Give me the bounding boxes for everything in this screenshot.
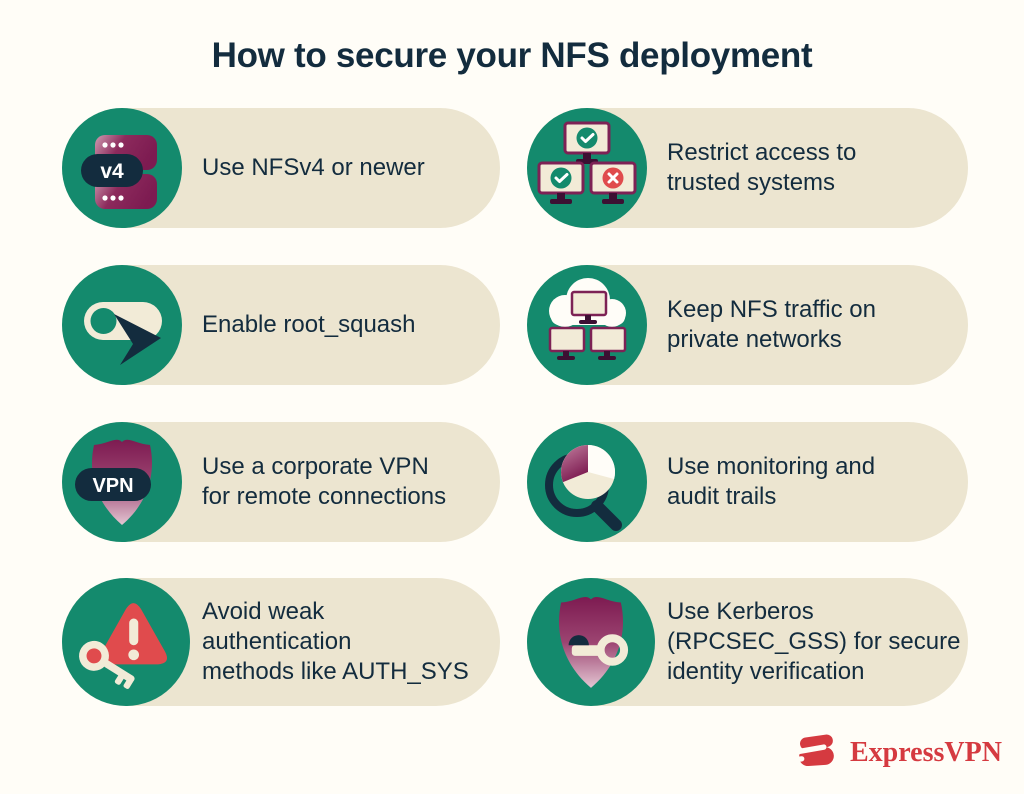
tip-card-nfsv4: v4 Use NFSv4 or newer <box>62 108 500 228</box>
warning-key-icon <box>62 578 190 706</box>
tip-text-kerberos: Use Kerberos (RPCSEC_GSS) for secure ide… <box>667 598 961 685</box>
tip-text-monitoring: Use monitoring and audit trails <box>667 453 876 510</box>
nfsv4-server-icon: v4 <box>62 108 182 228</box>
expressvpn-logo-icon <box>791 728 841 778</box>
tip-card-restrict-access: Restrict access to trusted systems <box>527 108 968 228</box>
tip-text-restrict-access: Restrict access to trusted systems <box>667 139 857 196</box>
tip-text-weak-auth: Avoid weak authentication methods like A… <box>202 598 469 685</box>
shield-key-icon <box>527 578 655 706</box>
tip-text-nfsv4: Use NFSv4 or newer <box>202 154 425 181</box>
page-title: How to secure your NFS deployment <box>211 36 813 75</box>
nfsv4-badge-label: v4 <box>100 160 124 183</box>
brand-footer: ExpressVPN <box>791 725 1002 781</box>
tip-card-private-networks: Keep NFS traffic on private networks <box>527 265 968 385</box>
tip-text-private-networks: Keep NFS traffic on private networks <box>667 296 876 353</box>
monitors-access-icon <box>527 108 647 228</box>
tip-card-root-squash: Enable root_squash <box>62 265 500 385</box>
toggle-cursor-icon <box>62 265 182 385</box>
cloud-network-icon <box>527 265 647 385</box>
vpn-badge-label: VPN <box>92 475 133 497</box>
tip-card-kerberos: Use Kerberos (RPCSEC_GSS) for secure ide… <box>527 578 968 706</box>
tip-text-root-squash: Enable root_squash <box>202 311 416 338</box>
vpn-shield-icon: VPN <box>62 422 182 542</box>
magnifier-pie-icon <box>527 422 647 542</box>
tip-text-corporate-vpn: Use a corporate VPN for remote connectio… <box>202 453 447 510</box>
tip-card-corporate-vpn: VPN Use a corporate VPN for remote conne… <box>62 422 500 542</box>
tip-card-monitoring: Use monitoring and audit trails <box>527 422 968 542</box>
expressvpn-wordmark: ExpressVPN <box>850 737 1002 768</box>
tip-card-weak-auth: Avoid weak authentication methods like A… <box>62 578 500 706</box>
